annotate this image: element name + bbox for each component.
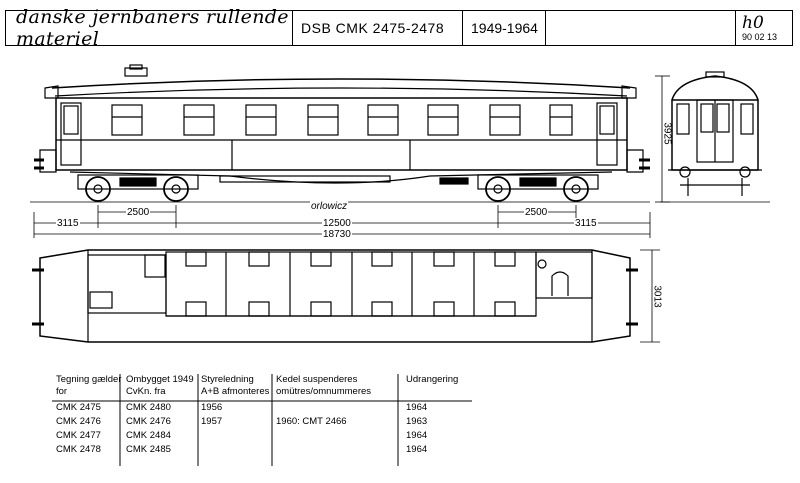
total-length-dimension: 18730: [322, 229, 352, 240]
drawing-date: 90 02 13: [742, 32, 778, 42]
cell-for: CMK 2478: [56, 444, 101, 455]
cell-kedel: 1960: CMT 2466: [276, 416, 347, 427]
header-rebuilt-sub: CvKn. fra: [126, 386, 166, 397]
blank-cell: [546, 11, 736, 45]
cell-for: CMK 2477: [56, 430, 101, 441]
column-drawing-for: Tegning gælder for CMK 2475 CMK 2476 CMK…: [56, 374, 122, 457]
height-dimension: 3925: [661, 122, 673, 145]
wheelbase-dimension: 12500: [322, 218, 352, 229]
scale-cell: h0 90 02 13: [736, 11, 794, 45]
scale-label: h0: [742, 13, 764, 33]
cell-from: CMK 2484: [126, 430, 171, 441]
model-designation: DSB CMK 2475-2478: [293, 11, 463, 45]
cell-udr: 1963: [406, 416, 428, 427]
cell-udr: 1964: [406, 402, 428, 413]
column-withdrawn: Udrangering 1964 1963 1964 1964: [406, 374, 458, 457]
cell-for: CMK 2475: [56, 402, 101, 413]
cell-from: CMK 2476: [126, 416, 171, 427]
bogie-left: [77, 174, 199, 202]
service-years: 1949-1964: [463, 11, 546, 45]
header-boiler-sub: omütres/omnummeres: [276, 386, 372, 397]
column-rebuilt-from: Ombygget 1949 CvKn. fra CMK 2480 CMK 247…: [126, 374, 194, 457]
builder-label: orlowicz: [310, 201, 349, 212]
header-control: Styreledning: [201, 374, 254, 385]
series-title: danske jernbaners rullende materiel: [6, 6, 293, 50]
width-dimension: 3013: [651, 285, 663, 308]
cell-udr: 1964: [406, 430, 428, 441]
bogie-right-dimension: 2500: [524, 207, 549, 218]
overhang-left-dimension: 3115: [56, 218, 80, 229]
side-windows: [111, 104, 573, 136]
cell-kedel: [276, 401, 371, 415]
bogie-left-dimension: 2500: [126, 207, 151, 218]
overhang-right-dimension: 3115: [574, 218, 598, 229]
cell-udr: 1964: [406, 444, 428, 455]
title-block: danske jernbaners rullende materiel DSB …: [5, 6, 794, 50]
cell-for: CMK 2476: [56, 416, 101, 427]
cell-styre: 1956: [201, 402, 223, 413]
table-rules: [52, 374, 472, 466]
header-drawing-for: Tegning gælder: [56, 374, 122, 385]
side-view: [30, 64, 650, 203]
bogie-right: [439, 174, 599, 202]
cell-from: CMK 2485: [126, 444, 171, 455]
plan-compartments: [165, 251, 537, 317]
column-control-line: Styreledning A+B afmonteres 1956 1957: [201, 374, 269, 429]
header-rebuilt: Ombygget 1949: [126, 374, 194, 385]
header-withdrawn-sub: [406, 386, 458, 398]
end-view: [660, 71, 770, 203]
cell-from: CMK 2480: [126, 402, 171, 413]
cell-styre: 1957: [201, 416, 223, 427]
plan-view: [32, 249, 660, 343]
header-withdrawn: Udrangering: [406, 374, 459, 385]
column-boiler: Kedel suspenderes omütres/omnummeres 196…: [276, 374, 371, 429]
header-control-sub: A+B afmonteres: [201, 386, 270, 397]
header-drawing-for-sub: for: [56, 386, 68, 397]
header-boiler: Kedel suspenderes: [276, 374, 358, 385]
